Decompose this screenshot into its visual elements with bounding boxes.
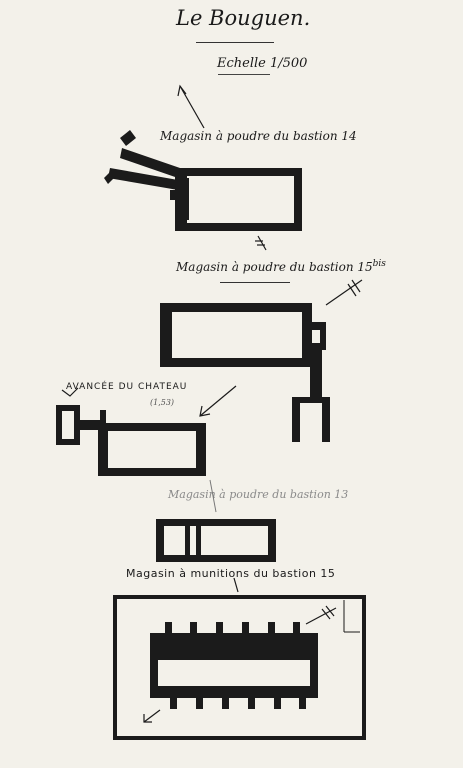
label-bastion-15bis-text: Magasin à poudre du bastion 15 bbox=[176, 260, 373, 274]
plan-avancee-chateau bbox=[56, 405, 206, 476]
flag-mark-icon bbox=[61, 387, 79, 397]
label-chateau-note: (1,53) bbox=[150, 398, 175, 407]
page-title: Le Bouguen. bbox=[176, 6, 311, 30]
plan-bastion-15bis bbox=[160, 303, 330, 442]
scale-underline bbox=[218, 74, 270, 75]
entry-arrow-icon bbox=[255, 235, 267, 251]
label-chateau: AVANCÉE DU CHATEAU bbox=[66, 382, 188, 392]
north-arrow-icon bbox=[177, 84, 205, 129]
entry-arrow-icon bbox=[143, 577, 337, 723]
label-bastion-15bis: Magasin à poudre du bastion 15bis bbox=[176, 259, 386, 274]
title-underline bbox=[196, 42, 274, 43]
entry-arrow-icon bbox=[209, 479, 217, 513]
scale-note: Echelle 1/500 bbox=[217, 56, 308, 71]
label-munitions-15: Magasin à munitions du bastion 15 bbox=[126, 567, 336, 580]
plan-munitions-15 bbox=[113, 595, 366, 740]
label-bastion-14: Magasin à poudre du bastion 14 bbox=[160, 129, 357, 143]
label-bastion-15bis-underline bbox=[220, 282, 290, 283]
entry-arrow-icon bbox=[325, 279, 363, 306]
plan-bastion-14 bbox=[104, 130, 302, 231]
label-bastion-15bis-sup: bis bbox=[372, 259, 386, 269]
entry-arrow-icon bbox=[199, 385, 237, 417]
plan-bastion-13 bbox=[156, 519, 276, 562]
